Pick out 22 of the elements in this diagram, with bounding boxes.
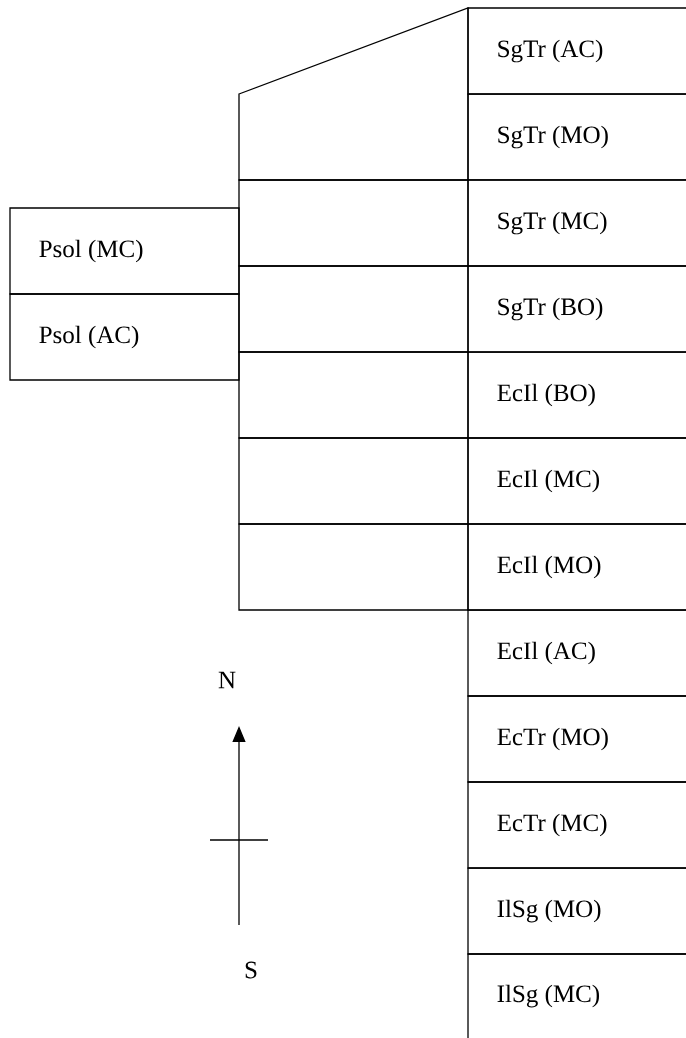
table-cell: IlSg (MO) bbox=[467, 867, 686, 955]
table-cell: SgTr (AC) bbox=[467, 7, 686, 95]
empty-cell bbox=[238, 179, 469, 267]
table-cell: EcIl (AC) bbox=[467, 609, 686, 697]
empty-cell bbox=[238, 351, 469, 439]
table-cell: EcIl (MC) bbox=[467, 437, 686, 525]
table-cell: SgTr (MC) bbox=[467, 179, 686, 267]
table-cell: EcTr (MC) bbox=[467, 781, 686, 869]
compass-letter: S bbox=[245, 961, 257, 979]
table-cell: Psol (MC) bbox=[9, 207, 240, 295]
empty-cell bbox=[238, 265, 469, 353]
table-cell: EcTr (MO) bbox=[467, 695, 686, 783]
table-cell: SgTr (MO) bbox=[467, 93, 686, 181]
table-cell: IlSg (MC) bbox=[467, 953, 686, 1038]
table-cell: EcIl (BO) bbox=[467, 351, 686, 439]
table-cell: EcIl (MO) bbox=[467, 523, 686, 611]
empty-cell bbox=[238, 523, 469, 611]
empty-cell bbox=[238, 7, 469, 181]
empty-cell bbox=[238, 437, 469, 525]
compass-letter: N bbox=[218, 671, 236, 689]
table-cell: Psol (AC) bbox=[9, 293, 240, 381]
table-cell: SgTr (BO) bbox=[467, 265, 686, 353]
